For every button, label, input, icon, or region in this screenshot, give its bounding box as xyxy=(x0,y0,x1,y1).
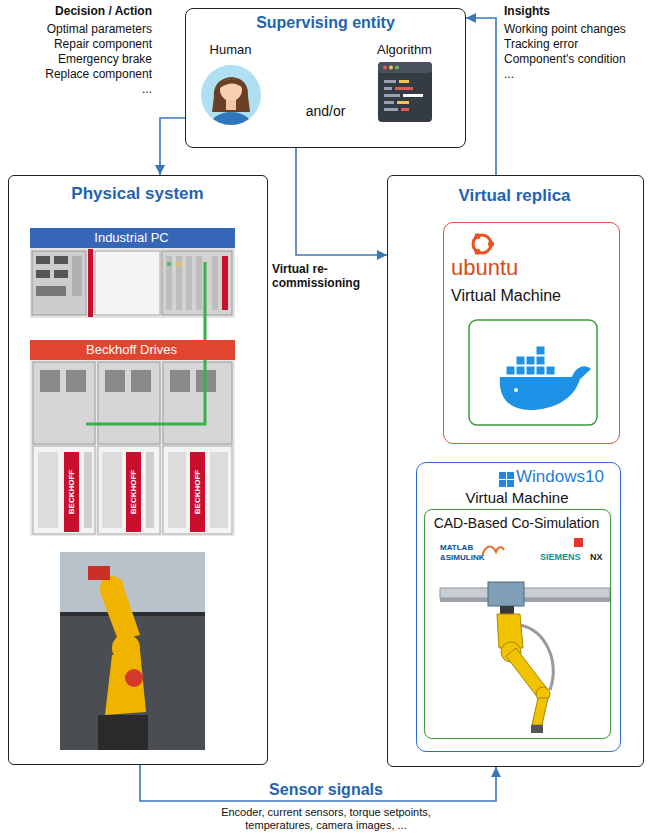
flow-label: Decision / Action xyxy=(55,4,152,18)
header-band: Beckhoff Drives xyxy=(30,340,235,361)
insight-item: Component's condition xyxy=(504,52,626,66)
logo-text: &SIMULINK xyxy=(440,553,484,563)
cad-robot-model xyxy=(440,582,610,733)
flow-arrow xyxy=(140,765,496,801)
box-title: Supervising entity xyxy=(256,13,395,32)
role-name: Human xyxy=(210,42,252,58)
connector-word: and/or xyxy=(306,103,346,120)
action-item: ... xyxy=(142,82,152,96)
insight-item: Working point changes xyxy=(504,22,626,36)
system-box: Virtual replicaubuntuVirtual MachineWind… xyxy=(387,175,644,767)
vm-title: Virtual Machine xyxy=(465,489,568,507)
insight-item: ... xyxy=(504,67,514,81)
flow-label: Sensor signals xyxy=(269,780,383,799)
box-title: Virtual replica xyxy=(458,186,570,206)
role-name: Algorithm xyxy=(377,42,432,58)
brand-label: BECKHOFF xyxy=(129,470,139,514)
simulation-title: CAD-Based Co-Simulation xyxy=(434,515,600,532)
vm-box: ubuntuVirtual Machine xyxy=(443,222,620,444)
robot-photo xyxy=(60,552,205,750)
flow-label: Insights xyxy=(504,4,550,18)
beckhoff-drives-photo xyxy=(30,262,235,536)
os-logo-text: Windows10 xyxy=(516,467,604,487)
box-title: Physical system xyxy=(71,184,203,204)
signal-list: Encoder, current sensors, torque setpoin… xyxy=(195,806,457,832)
brand-label: BECKHOFF xyxy=(193,470,203,514)
human-avatar xyxy=(201,65,261,144)
docker-container-box xyxy=(469,320,597,425)
flow-label: Virtual re-commissioning xyxy=(272,262,382,291)
insight-item: Tracking error xyxy=(504,37,578,51)
ubuntu-logo xyxy=(473,233,494,255)
action-item: Optimal parameters xyxy=(47,22,152,36)
system-box: Physical systemIndustrial PC Beckhoff Dri… xyxy=(8,175,268,765)
header-band: Industrial PC xyxy=(30,228,235,249)
flow-arrow xyxy=(466,18,496,175)
action-item: Replace component xyxy=(45,67,152,81)
logo-text: NX xyxy=(590,552,603,563)
flow-arrow xyxy=(296,148,387,255)
windows-logo xyxy=(499,472,514,487)
logo-text: SIEMENS xyxy=(540,552,581,563)
flow-arrow xyxy=(160,118,185,175)
action-item: Repair component xyxy=(54,37,152,51)
logo-text: MATLAB xyxy=(440,543,473,553)
vm-box: Windows10Virtual MachineCAD-Based Co-Sim… xyxy=(416,462,621,752)
band-title: Industrial PC xyxy=(94,230,168,246)
action-item: Emergency brake xyxy=(58,52,152,66)
band-title: Beckhoff Drives xyxy=(86,342,177,358)
algorithm-icon xyxy=(378,62,432,122)
vm-title: Virtual Machine xyxy=(451,286,561,305)
brand-label: BECKHOFF xyxy=(67,470,77,514)
os-logo-text: ubuntu xyxy=(451,255,518,281)
supervisor-box: Supervising entityHuman and/or Algorithm xyxy=(185,8,466,148)
